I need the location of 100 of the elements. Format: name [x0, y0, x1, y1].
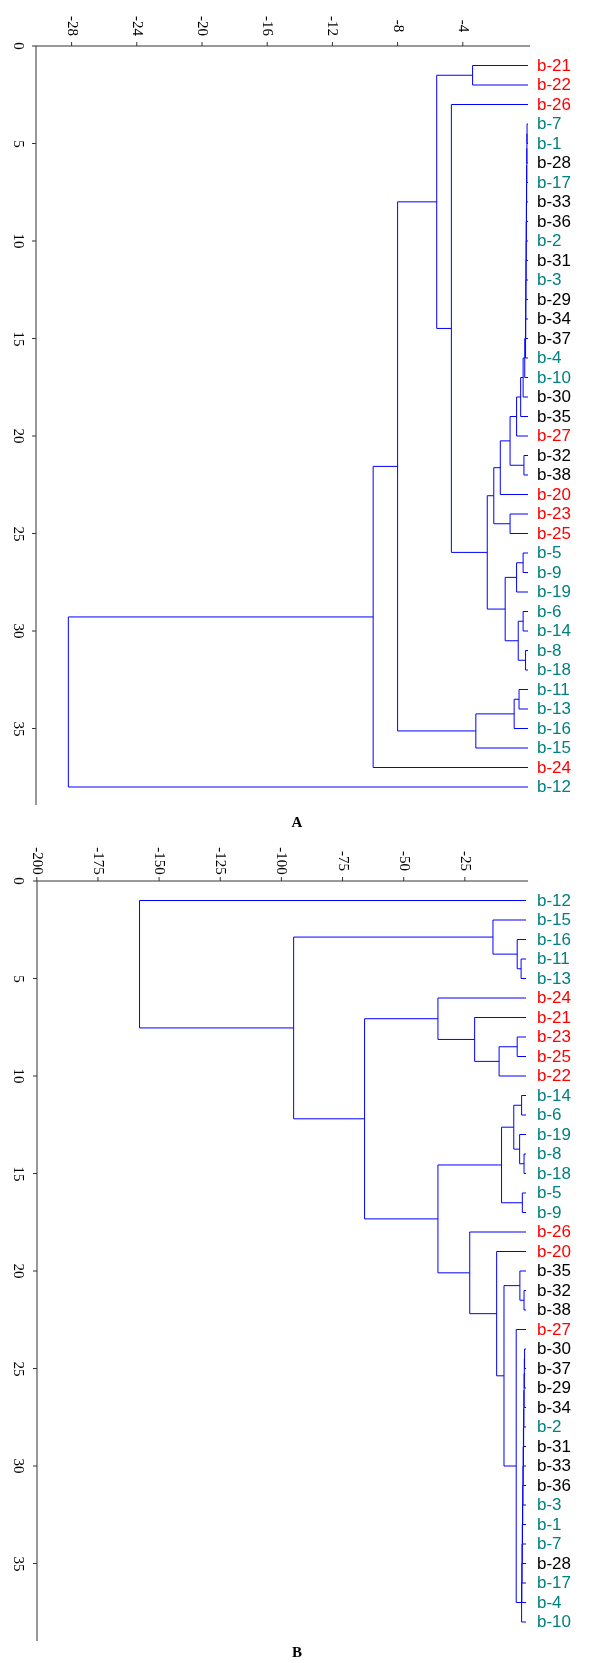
leaf-label: b-26 — [537, 1223, 572, 1240]
leaf-label: b-22 — [537, 1067, 572, 1084]
leaf-label: b-7 — [537, 1535, 562, 1552]
leaf-label: b-34 — [537, 310, 572, 327]
axis-tick-label: -25 — [457, 851, 473, 871]
leaf-label: b-36 — [537, 212, 572, 230]
leaf-label: b-12 — [537, 891, 572, 909]
leaf-label: b-20 — [537, 1242, 572, 1260]
leaf-label: b-35 — [537, 407, 572, 425]
leaf-label: b-12 — [537, 778, 572, 795]
leaf-label: b-13 — [537, 700, 572, 717]
leaf-label: b-32 — [537, 1281, 572, 1299]
axis-tick-label: 5 — [10, 139, 26, 148]
axis-tick-label: 5 — [10, 974, 26, 983]
axis-tick-label: -125 — [212, 847, 228, 875]
leaf-label: b-1 — [537, 134, 562, 152]
leaf-label: b-8 — [537, 1145, 562, 1162]
leaf-label: b-24 — [537, 758, 572, 776]
axis-tick-label: 15 — [10, 331, 26, 346]
leaf-label: b-5 — [537, 1184, 562, 1201]
axis-tick-label: -200 — [29, 847, 45, 875]
leaf-label: b-25 — [537, 524, 572, 542]
leaf-label: b-10 — [537, 368, 572, 386]
leaf-label: b-21 — [537, 1008, 572, 1026]
leaf-label: b-35 — [537, 1262, 572, 1279]
axis-tick-label: -16 — [259, 16, 275, 36]
leaf-label: b-23 — [537, 1028, 572, 1045]
leaf-label: b-33 — [537, 193, 572, 210]
axis-tick-label: 10 — [10, 233, 26, 249]
leaf-label: b-11 — [537, 680, 570, 698]
leaf-label: b-27 — [537, 427, 572, 444]
axis-tick-label: 0 — [10, 877, 26, 885]
leaf-label: b-18 — [537, 1164, 572, 1182]
leaf-label: b-15 — [537, 739, 572, 756]
leaf-label: b-7 — [537, 115, 562, 132]
axis-tick-label: -4 — [455, 19, 471, 33]
axis-tick-label: 35 — [10, 721, 26, 736]
leaf-label: b-15 — [537, 911, 572, 928]
leaf-label: b-28 — [537, 154, 572, 171]
leaf-label: b-29 — [537, 290, 572, 308]
axis-tick-label: 0 — [10, 42, 26, 50]
axis-tick-label: -150 — [151, 847, 167, 875]
leaf-label: b-36 — [537, 1476, 572, 1494]
leaf-label: b-17 — [537, 173, 572, 191]
leaf-label: b-16 — [537, 719, 572, 737]
leaf-label: b-38 — [537, 1301, 572, 1318]
leaf-label: b-11 — [537, 950, 570, 967]
leaf-label: b-28 — [537, 1554, 572, 1572]
axis-tick-label: -12 — [324, 16, 340, 36]
leaf-label: b-24 — [537, 989, 572, 1006]
axis-tick-label: -24 — [129, 16, 145, 36]
axis-tick-label: -100 — [273, 847, 289, 875]
leaf-label: b-8 — [537, 641, 562, 659]
leaf-label: b-34 — [537, 1398, 572, 1416]
leaf-label: b-14 — [537, 622, 572, 639]
axis-tick-label: -175 — [90, 847, 106, 875]
leaf-label: b-6 — [537, 1106, 562, 1123]
axis-tick-label: 25 — [10, 1361, 26, 1376]
leaf-label: b-13 — [537, 969, 572, 987]
axis-tick-label: 30 — [10, 623, 26, 639]
leaf-label: b-10 — [537, 1613, 572, 1630]
axis-tick-label: 15 — [10, 1166, 26, 1181]
leaf-label: b-19 — [537, 583, 572, 600]
leaf-label: b-20 — [537, 485, 572, 503]
leaf-label: b-2 — [537, 1418, 562, 1435]
axis-tick-label: -20 — [194, 16, 210, 36]
axis-tick-label: -8 — [390, 19, 406, 33]
axis-tick-label: 35 — [10, 1556, 26, 1571]
leaf-label: b-1 — [537, 1515, 562, 1533]
leaf-label: b-22 — [537, 76, 572, 93]
panel-label: B — [292, 1645, 302, 1660]
leaf-label: b-25 — [537, 1047, 572, 1065]
leaf-label: b-3 — [537, 271, 562, 288]
axis-tick-label: -75 — [335, 851, 351, 871]
leaf-label: b-21 — [537, 56, 572, 74]
leaf-label: b-27 — [537, 1320, 572, 1338]
leaf-label: b-4 — [537, 349, 562, 366]
leaf-label: b-17 — [537, 1574, 572, 1591]
leaf-label: b-30 — [537, 388, 572, 405]
leaf-label: b-18 — [537, 661, 572, 678]
leaf-label: b-4 — [537, 1593, 562, 1611]
leaf-label: b-31 — [537, 251, 572, 269]
leaf-label: b-3 — [537, 1496, 562, 1513]
axis-tick-label: -50 — [396, 851, 412, 871]
axis-tick-label: 20 — [10, 428, 26, 444]
leaf-label: b-14 — [537, 1086, 572, 1104]
axis-tick-label: -28 — [64, 16, 80, 36]
leaf-label: b-29 — [537, 1379, 572, 1396]
leaf-label: b-16 — [537, 930, 572, 948]
leaf-label: b-19 — [537, 1125, 572, 1143]
axis-tick-label: 10 — [10, 1068, 26, 1084]
leaf-label: b-31 — [537, 1437, 572, 1455]
leaf-label: b-37 — [537, 1359, 572, 1377]
leaf-label: b-6 — [537, 602, 562, 620]
leaf-label: b-33 — [537, 1457, 572, 1474]
leaf-label: b-9 — [537, 1203, 562, 1221]
leaf-label: b-26 — [537, 95, 572, 113]
leaf-label: b-37 — [537, 329, 572, 347]
panel-label: A — [291, 815, 303, 830]
leaf-label: b-32 — [537, 446, 572, 464]
